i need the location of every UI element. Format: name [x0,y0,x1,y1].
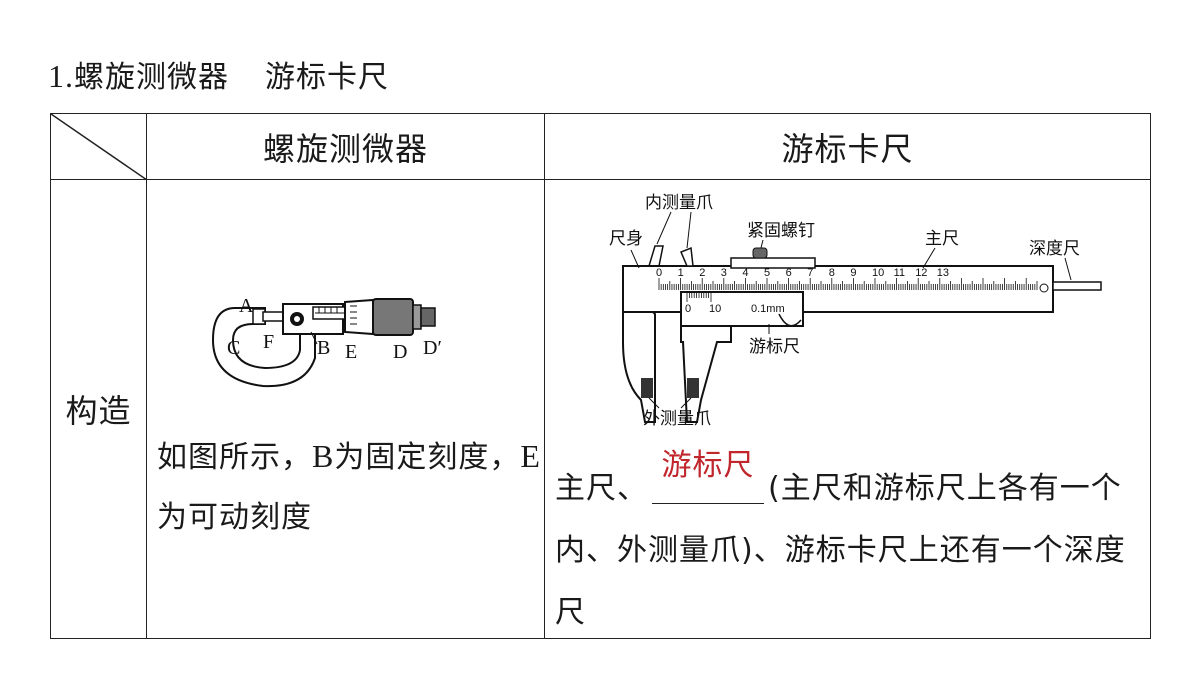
main-scale-number: 13 [937,267,949,279]
main-scale-number: 5 [764,267,770,279]
mic-desc-e: E [520,438,541,474]
row-label-structure: 构造 [50,179,147,639]
label-E: E [345,341,357,363]
vernier-scale-ticks [686,292,712,302]
micrometer-cell: A C F B E D D′ 如图所示，B为固定刻度，E为可动刻度 [146,179,545,639]
comparison-table: 螺旋测微器 游标卡尺 构造 [50,113,1151,639]
main-scale-number: 10 [872,267,884,279]
caliper-desc-suffix: (主尺和游标尺上各有一个内、外测量爪)、游标卡尺上还有一个深度尺 [555,471,1126,630]
diagonal-divider [51,114,147,180]
label-vernier: 游标尺 [749,337,800,357]
vernier-num-0: 0 [685,303,691,315]
vernier-num-10: 10 [709,303,721,315]
table-header-row: 螺旋测微器 游标卡尺 [50,113,1151,180]
caliper-desc-prefix: 主尺、 [555,471,648,506]
mic-desc-part1: 如图所示， [157,440,312,475]
heading-number: 1. [48,58,74,94]
label-F: F [263,331,274,353]
label-outer-jaws: 外测量爪 [643,409,711,429]
micrometer-description: 如图所示，B为固定刻度，E 为可动刻度 [157,426,549,548]
main-scale-number: 8 [829,267,835,279]
header-micrometer: 螺旋测微器 [146,113,545,180]
section-heading: 1.螺旋测微器 游标卡尺 [48,52,389,96]
main-scale-number: 12 [915,267,927,279]
label-C: C [227,337,240,359]
answer-blank: 游标尺 [652,448,764,504]
main-scale-number: 11 [894,267,905,279]
corner-cell [50,113,147,180]
answer-text: 游标尺 [661,448,755,483]
mic-desc-b: B [312,438,335,474]
main-scale-number: 6 [786,267,792,279]
header-caliper: 游标卡尺 [544,113,1151,180]
main-scale-number: 1 [678,267,684,279]
mic-desc-part2: 为固定刻度， [334,440,521,475]
main-scale-number: 0 [656,267,662,279]
label-D: D [393,341,407,363]
main-scale-ticks [658,278,1038,290]
label-A: A [239,295,254,317]
caliper-description: 主尺、游标尺(主尺和游标尺上各有一个内、外测量爪)、游标卡尺上还有一个深度尺 [555,448,1147,644]
label-depth-rod: 深度尺 [1029,239,1080,259]
precision-label: 0.1mm [751,303,785,315]
label-B: B [317,337,330,359]
main-scale-number: 9 [850,267,856,279]
main-scale-number: 7 [807,267,813,279]
heading-micrometer: 螺旋测微器 [74,60,229,95]
label-main-scale: 主尺 [925,229,959,249]
label-D-prime: D′ [423,337,442,359]
mic-desc-part3: 为可动刻度 [157,500,312,535]
main-scale-number: 2 [699,267,705,279]
main-scale-number: 3 [721,267,727,279]
label-body: 尺身 [609,229,643,249]
heading-caliper: 游标卡尺 [265,60,389,95]
label-lock-screw: 紧固螺钉 [747,221,815,241]
label-inner-jaws: 内测量爪 [645,193,713,213]
micrometer-diagram: A C F B E D D′ [211,295,442,388]
table-row: 构造 [50,179,1151,639]
main-scale-number: 4 [742,267,748,279]
